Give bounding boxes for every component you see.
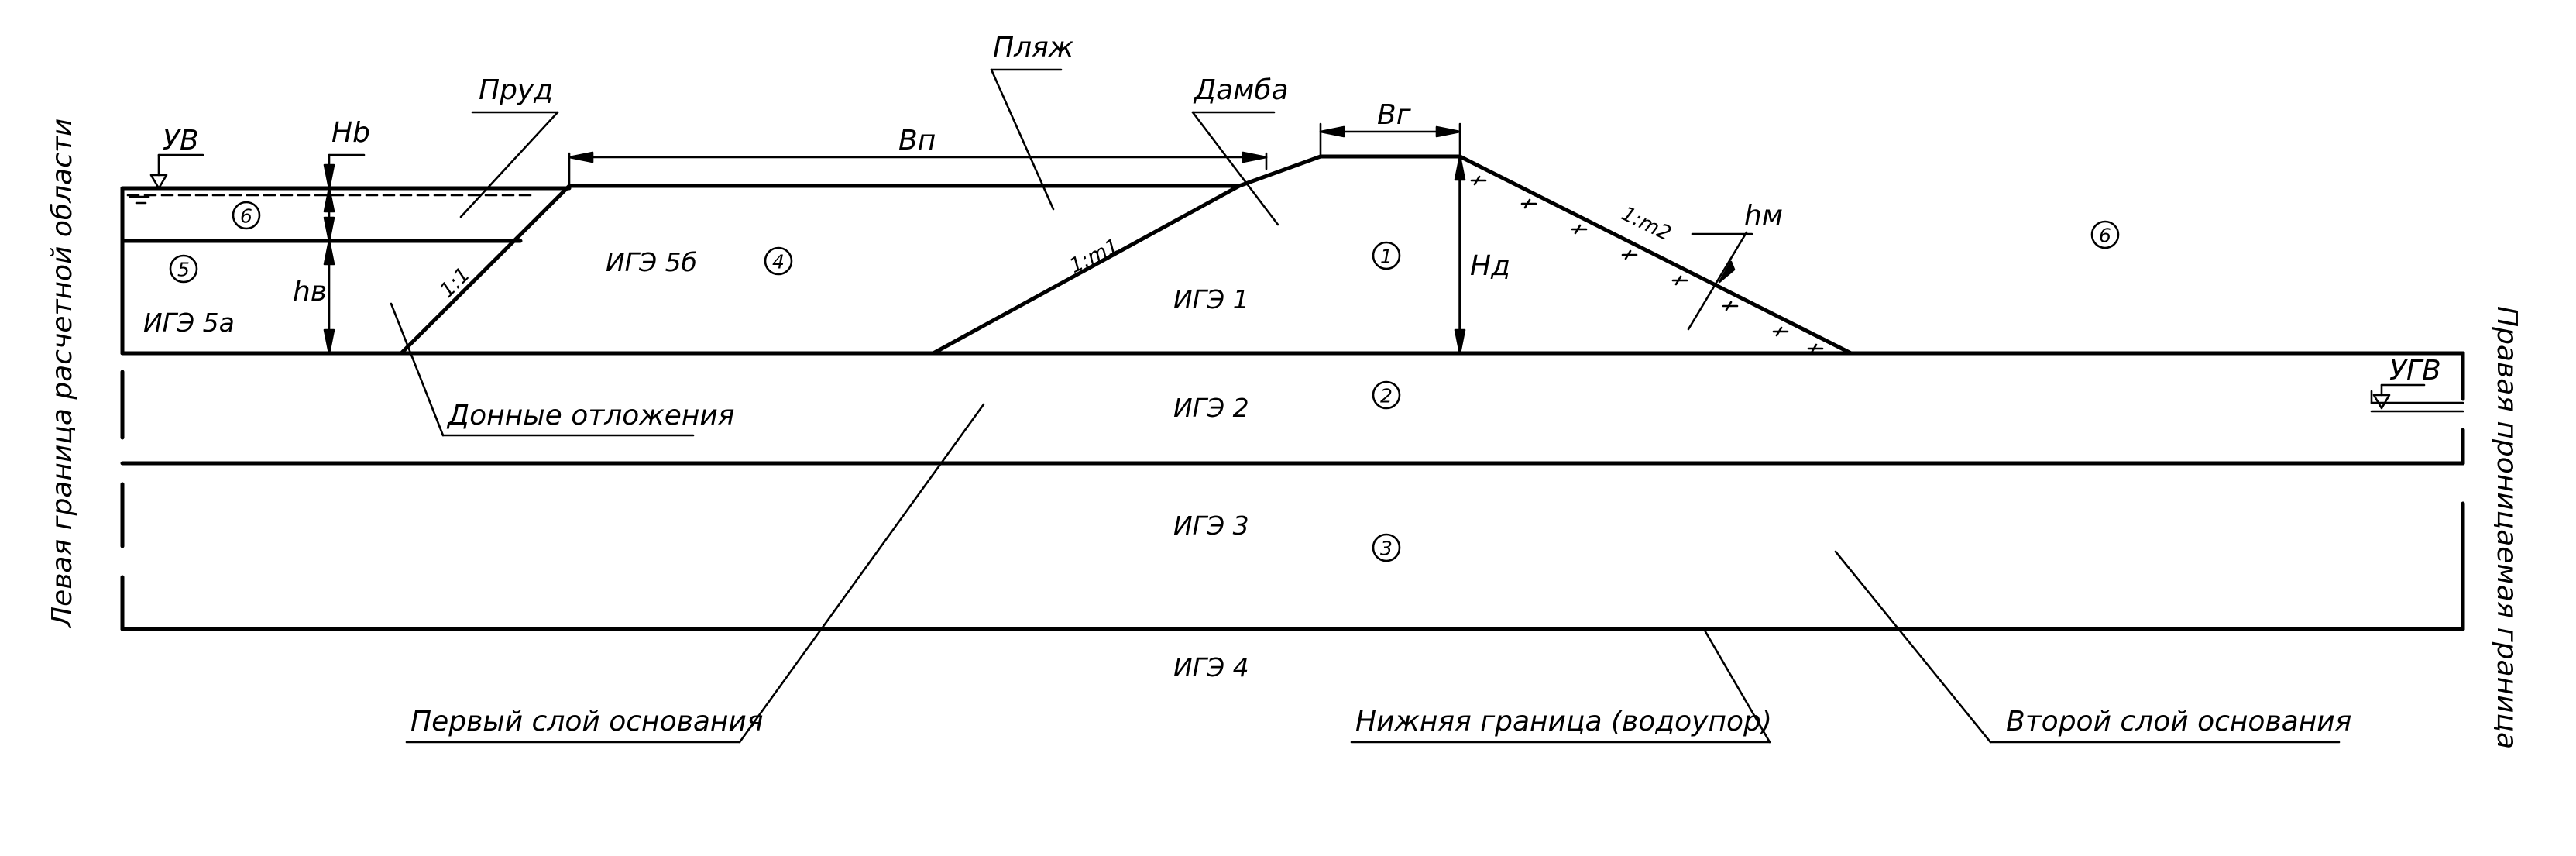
- svg-text:1: 1: [1380, 246, 1393, 268]
- leader-donnye: [390, 302, 445, 437]
- svg-text:5: 5: [177, 259, 190, 281]
- marker-3: 3: [1372, 533, 1401, 562]
- label-slope-1-1: 1:1: [435, 263, 475, 303]
- marker-5: 5: [169, 254, 198, 284]
- marker-1: 1: [1372, 241, 1401, 270]
- leader-plyazh: [990, 68, 1055, 211]
- marker-4: 4: [764, 246, 793, 276]
- label-vtoroy-sloy: Второй слой основания: [2006, 706, 2351, 737]
- svg-text:6: 6: [240, 205, 252, 228]
- geometry: [120, 154, 2465, 631]
- label-perviy-sloy: Первый слой основания: [410, 706, 763, 737]
- label-left-boundary: Левая граница расчетной области: [46, 119, 78, 629]
- leader-prud: [459, 111, 559, 218]
- label-hm: hм: [1744, 200, 1783, 232]
- zone-ige5b: ИГЭ 5б: [606, 247, 697, 277]
- svg-text:4: 4: [772, 251, 785, 273]
- hm-dimension-line: [1687, 231, 1748, 331]
- label-hv: hв: [293, 276, 327, 308]
- zone-ige5a: ИГЭ 5а: [143, 308, 235, 338]
- label-donnye: Донные отложения: [446, 400, 734, 431]
- marker-2: 2: [1372, 380, 1401, 410]
- label-prud: Пруд: [479, 74, 553, 106]
- zone-ige3: ИГЭ 3: [1173, 511, 1249, 541]
- label-bg: Bг: [1377, 99, 1412, 131]
- marker-6-pond: 6: [232, 201, 261, 230]
- zone-ige4: ИГЭ 4: [1173, 652, 1249, 682]
- label-ugv: УГВ: [2389, 355, 2441, 387]
- slope-protection-ticks: [1470, 175, 1824, 354]
- label-nizhnyaya: Нижняя граница (водоупор): [1355, 706, 1772, 737]
- zone-ige2: ИГЭ 2: [1173, 393, 1249, 423]
- label-bp: Bп: [898, 125, 936, 156]
- marker-6-right: 6: [2090, 220, 2120, 249]
- zone-ige1: ИГЭ 1: [1173, 284, 1249, 315]
- uv-water-level-symbol: [129, 153, 204, 205]
- label-damba: Дамба: [1193, 74, 1289, 106]
- leader-perviy: [738, 403, 985, 744]
- leader-vtoroy: [1834, 550, 1992, 744]
- leaders: [390, 68, 2341, 744]
- leader-damba: [1191, 111, 1279, 226]
- svg-text:6: 6: [2099, 225, 2111, 247]
- label-right-boundary: Правая проницаемая граница: [2491, 306, 2523, 749]
- zone-labels: ИГЭ 5а ИГЭ 5б ИГЭ 1 ИГЭ 2 ИГЭ 3 ИГЭ 4: [143, 247, 1249, 682]
- label-hd: Hд: [1470, 250, 1510, 282]
- zone-markers: 6 5 4 1 2 3 6: [169, 201, 2120, 562]
- ugv-water-level-symbol: [2370, 383, 2464, 413]
- svg-text:3: 3: [1380, 538, 1393, 560]
- label-plyazh: Пляж: [993, 32, 1074, 64]
- label-hb: Hb: [331, 117, 370, 149]
- label-slope-m1: 1:m1: [1066, 235, 1123, 278]
- leader-nizhnyaya: [1702, 627, 1771, 744]
- svg-text:2: 2: [1380, 385, 1393, 407]
- pond-slope-1-1: [399, 184, 572, 356]
- label-uv: УВ: [163, 125, 199, 156]
- dimensions: [323, 122, 1753, 355]
- text-labels: Пруд Пляж Дамба УВ УГВ Hb Bп Bг hв Hд hм…: [46, 32, 2523, 749]
